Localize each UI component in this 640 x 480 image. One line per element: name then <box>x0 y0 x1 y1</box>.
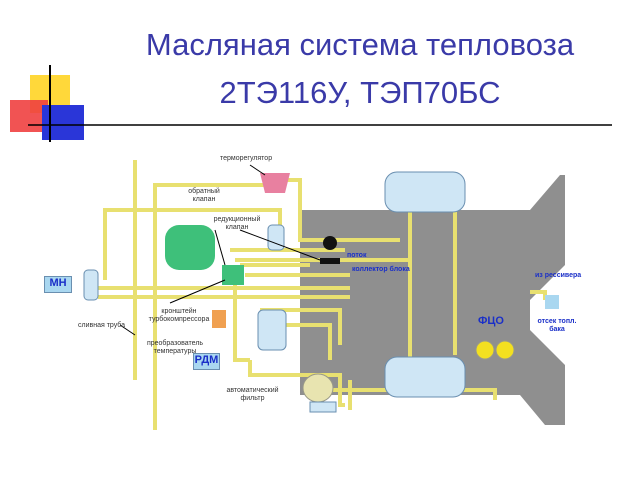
label-check-valve: обратный клапан <box>188 188 220 203</box>
label-fco: ФЦО <box>478 315 504 327</box>
temp-converter <box>212 310 226 328</box>
rdm-box: РДМ <box>193 353 220 370</box>
fco-filter-1 <box>475 340 495 360</box>
slide-title-line1: Масляная система тепловоза <box>145 27 575 62</box>
label-drain-pipe: сливная труба <box>78 322 126 329</box>
label-block-collector: коллектор блока <box>352 266 410 273</box>
engine-block <box>300 175 565 425</box>
thermoregulator <box>260 173 290 193</box>
top-tank <box>384 171 466 213</box>
label-temp-converter: преобразователь температуры <box>146 340 204 355</box>
slide-title-line2: 2ТЭ116У, ТЭП70БС <box>219 75 501 110</box>
tanks <box>384 171 466 398</box>
label-flow: поток <box>347 252 367 259</box>
red-square <box>10 100 48 132</box>
label-from-receiver: из рессивера <box>535 272 582 279</box>
label-auto-filter: автоматический фильтр <box>226 387 279 402</box>
green-pump <box>165 225 244 285</box>
fco-filter-2 <box>495 340 515 360</box>
leader-lines <box>119 164 321 336</box>
bottom-tank <box>384 356 466 398</box>
label-fuel-tank-compartment: отсек топл. бака <box>537 318 577 333</box>
label-reducing-valve: редукционный клапан <box>213 216 261 231</box>
label-thermoregulator: терморегулятор <box>220 155 273 162</box>
mn-box: МН <box>44 276 72 293</box>
oil-flow-sensor <box>323 236 337 250</box>
label-turbo-bracket: кронштейн турбокомпрессора <box>148 308 210 323</box>
auto-filter <box>302 373 334 403</box>
